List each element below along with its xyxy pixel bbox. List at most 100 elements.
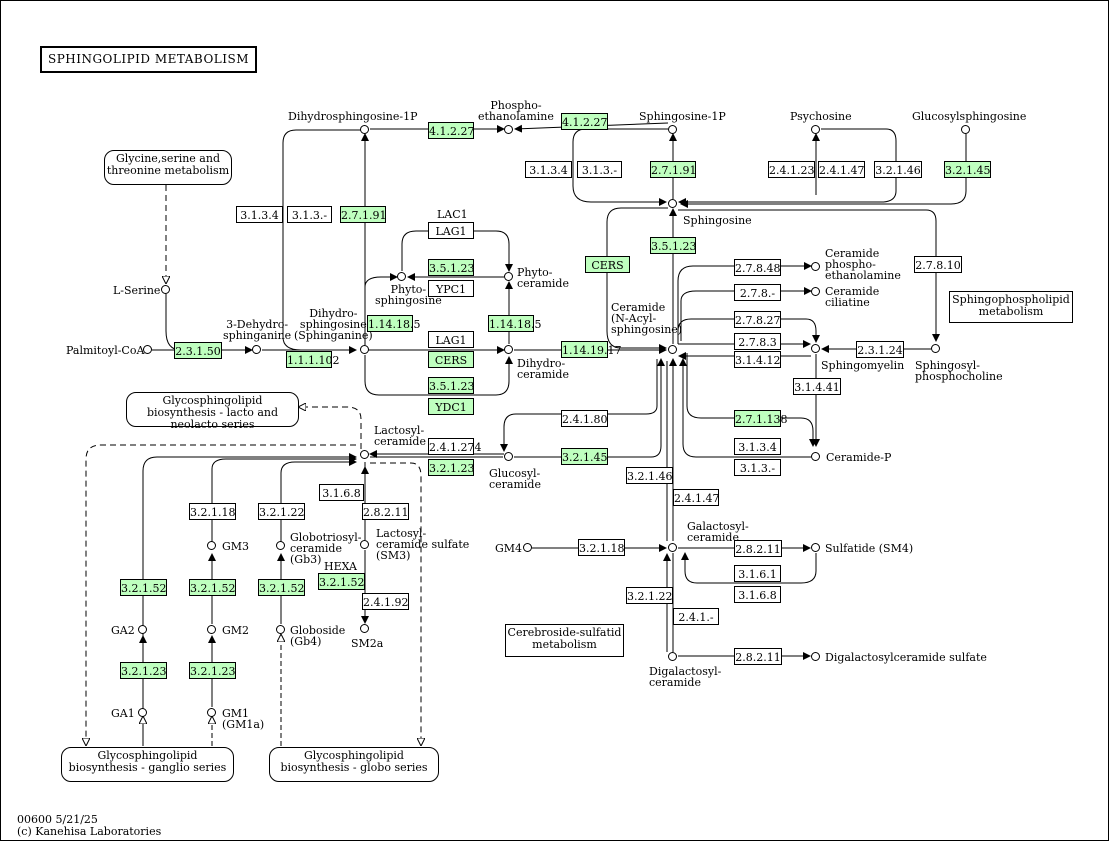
enzyme-box[interactable]: 2.4.1.274: [428, 438, 481, 455]
compound-node[interactable]: [811, 452, 820, 461]
enzyme-box[interactable]: 1.14.19.17: [561, 341, 621, 358]
compound-node[interactable]: [668, 199, 677, 208]
enzyme-box[interactable]: 3.2.1.23: [189, 662, 236, 679]
enzyme-box[interactable]: 3.1.3.4: [734, 438, 781, 455]
enzyme-box[interactable]: 3.2.1.18: [189, 503, 236, 520]
compound-node[interactable]: [252, 345, 261, 354]
map-glycine[interactable]: Glycine,serine and threonine metabolism: [104, 150, 232, 185]
enzyme-box[interactable]: 2.4.1.23: [768, 161, 815, 178]
enzyme-box[interactable]: 3.2.1.52: [189, 579, 236, 596]
compound-node[interactable]: [207, 625, 216, 634]
enzyme-box[interactable]: 2.7.1.91: [650, 161, 696, 178]
enzyme-box[interactable]: 2.8.2.11: [362, 503, 409, 520]
enzyme-box[interactable]: 3.1.4.12: [734, 351, 781, 368]
compound-node[interactable]: [360, 345, 369, 354]
enzyme-box[interactable]: 3.1.3.4: [525, 161, 572, 178]
enzyme-box[interactable]: YPC1: [428, 280, 474, 297]
compound-node[interactable]: [504, 125, 513, 134]
compound-node[interactable]: [504, 272, 513, 281]
enzyme-box[interactable]: 3.5.1.23: [428, 259, 474, 276]
enzyme-box[interactable]: 1.14.18.5: [488, 315, 541, 332]
compound-node[interactable]: [143, 345, 152, 354]
compound-node[interactable]: [360, 624, 369, 633]
compound-node[interactable]: [523, 543, 532, 552]
map-cerebroside[interactable]: Cerebroside-sulfatid metabolism: [505, 624, 624, 657]
compound-node[interactable]: [161, 285, 170, 294]
enzyme-box[interactable]: 3.2.1.23: [428, 459, 474, 476]
enzyme-box[interactable]: 2.7.8.48: [734, 259, 781, 276]
compound-node[interactable]: [207, 541, 216, 550]
enzyme-box[interactable]: 2.8.2.11: [734, 648, 782, 665]
enzyme-box[interactable]: 3.2.1.52: [258, 579, 305, 596]
compound-node[interactable]: [811, 344, 820, 353]
enzyme-box[interactable]: 2.7.8.10: [914, 256, 962, 273]
compound-node[interactable]: [811, 125, 820, 134]
enzyme-box[interactable]: 3.2.1.22: [258, 503, 305, 520]
compound-node[interactable]: [961, 125, 970, 134]
enzyme-box[interactable]: CERS: [428, 351, 474, 368]
enzyme-box[interactable]: 3.5.1.23: [650, 237, 696, 254]
compound-node[interactable]: [811, 652, 820, 661]
map-lacto[interactable]: Glycosphingolipid biosynthesis - lacto a…: [126, 392, 299, 431]
enzyme-box[interactable]: 3.5.1.23: [428, 377, 474, 394]
enzyme-box[interactable]: 1.1.1.102: [286, 351, 339, 368]
enzyme-box[interactable]: LAG1: [428, 331, 474, 348]
enzyme-box[interactable]: 3.1.6.1: [734, 565, 781, 582]
compound-node[interactable]: [360, 125, 369, 134]
enzyme-box[interactable]: 2.7.8.-: [734, 284, 781, 301]
enzyme-box[interactable]: 2.7.1.138: [734, 410, 787, 427]
enzyme-box[interactable]: LAG1: [428, 222, 474, 239]
compound-node[interactable]: [360, 450, 369, 459]
enzyme-box[interactable]: 3.2.1.45: [561, 448, 608, 465]
map-globo[interactable]: Glycosphingolipid biosynthesis - globo s…: [269, 747, 439, 782]
enzyme-box[interactable]: CERS: [585, 256, 630, 273]
compound-node[interactable]: [811, 543, 820, 552]
enzyme-box[interactable]: 3.2.1.22: [626, 587, 673, 604]
map-ganglio[interactable]: Glycosphingolipid biosynthesis - ganglio…: [61, 747, 234, 782]
enzyme-box[interactable]: 3.1.3.-: [577, 161, 622, 178]
compound-node[interactable]: [397, 272, 406, 281]
compound-node[interactable]: [811, 262, 820, 271]
enzyme-box[interactable]: 2.3.1.24: [856, 341, 904, 358]
compound-node[interactable]: [504, 452, 513, 461]
enzyme-box[interactable]: 2.4.1.47: [818, 161, 865, 178]
enzyme-box[interactable]: 3.2.1.23: [120, 662, 167, 679]
enzyme-box[interactable]: 2.4.1.80: [561, 410, 608, 427]
enzyme-box[interactable]: 2.7.8.27: [734, 311, 781, 328]
compound-node[interactable]: [360, 540, 369, 549]
enzyme-box[interactable]: 2.8.2.11: [734, 540, 782, 557]
enzyme-box[interactable]: 3.1.3.-: [287, 206, 332, 223]
enzyme-box[interactable]: YDC1: [428, 398, 474, 415]
enzyme-box[interactable]: 3.1.4.41: [793, 378, 841, 395]
enzyme-box[interactable]: 2.4.1.47: [673, 489, 719, 506]
compound-node[interactable]: [138, 708, 147, 717]
enzyme-box[interactable]: 2.4.1.-: [673, 608, 719, 625]
enzyme-box[interactable]: 3.1.3.4: [236, 206, 283, 223]
enzyme-box[interactable]: 3.2.1.18: [578, 539, 625, 556]
enzyme-box[interactable]: 1.14.18.5: [367, 315, 420, 332]
enzyme-box[interactable]: 3.2.1.46: [626, 467, 673, 484]
enzyme-box[interactable]: 4.1.2.27: [428, 122, 474, 139]
compound-node[interactable]: [668, 652, 677, 661]
enzyme-box[interactable]: 3.1.3.-: [734, 459, 781, 476]
compound-node[interactable]: [668, 125, 677, 134]
compound-node[interactable]: [811, 287, 820, 296]
enzyme-box[interactable]: 3.2.1.52: [120, 579, 167, 596]
compound-node[interactable]: [668, 345, 677, 354]
compound-node[interactable]: [668, 543, 677, 552]
enzyme-box[interactable]: 2.7.8.3: [734, 333, 781, 350]
compound-node[interactable]: [276, 541, 285, 550]
compound-node[interactable]: [138, 625, 147, 634]
compound-node[interactable]: [931, 344, 940, 353]
compound-node[interactable]: [504, 345, 513, 354]
enzyme-box[interactable]: 3.1.6.8: [319, 484, 364, 501]
compound-node[interactable]: [276, 625, 285, 634]
enzyme-box[interactable]: 3.2.1.46: [874, 161, 922, 178]
map-sphingophospholipid[interactable]: Sphingophospholipid metabolism: [949, 291, 1073, 323]
enzyme-box[interactable]: 4.1.2.27: [561, 113, 608, 130]
enzyme-box[interactable]: 2.3.1.50: [174, 342, 222, 359]
enzyme-box[interactable]: 2.7.1.91: [340, 206, 386, 223]
compound-node[interactable]: [207, 708, 216, 717]
enzyme-box[interactable]: 3.2.1.52: [318, 573, 365, 590]
enzyme-box[interactable]: 3.1.6.8: [734, 586, 781, 603]
